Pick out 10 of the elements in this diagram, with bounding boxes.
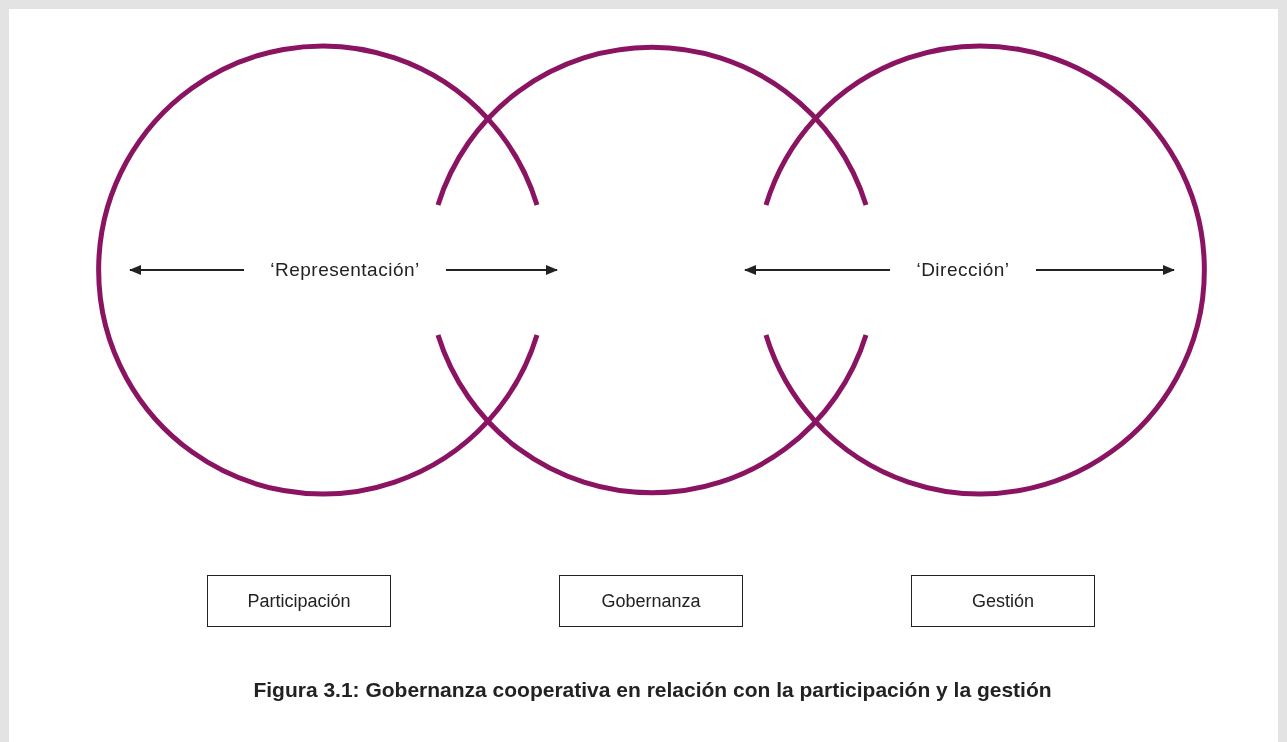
- arrow: [744, 265, 891, 275]
- label-box: Gobernanza: [559, 575, 743, 627]
- figure-caption: Figura 3.1: Gobernanza cooperativa en relación con la participación y la gestión: [252, 678, 1053, 702]
- arrow: [1035, 265, 1175, 275]
- arrow: [129, 265, 245, 275]
- arrow-label: ‘Dirección’: [916, 259, 1010, 281]
- arrow: [445, 265, 558, 275]
- arrow-label: ‘Representación’: [270, 259, 420, 281]
- label-box: Gestión: [911, 575, 1095, 627]
- label-box: Participación: [207, 575, 391, 627]
